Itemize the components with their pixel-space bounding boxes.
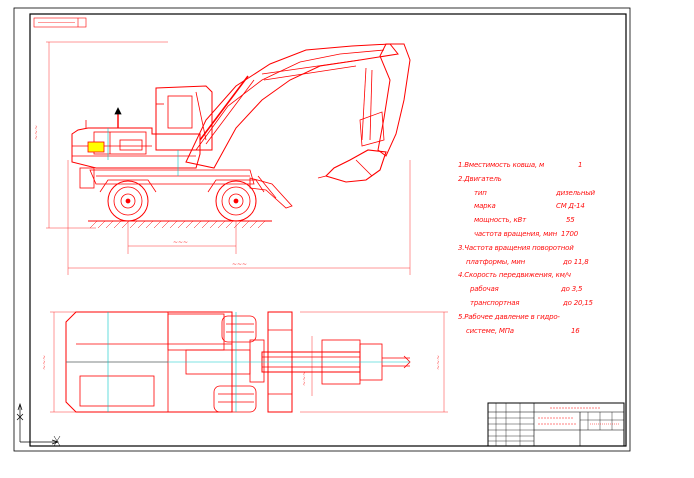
- spec-value: 16: [571, 326, 580, 335]
- plan-cab: [167, 313, 225, 351]
- boom: [185, 43, 399, 169]
- upper-body: [71, 127, 201, 169]
- dim-label-length: ~~~: [232, 261, 247, 268]
- plan-view: ~~~ ~~~ ~~~: [41, 311, 448, 413]
- dozer-blade: [249, 177, 293, 209]
- sheet-inner-frame: [29, 13, 627, 447]
- plan-engine: [79, 375, 155, 407]
- ground-hatch: [89, 220, 266, 229]
- dim-label-track: ~~~: [301, 371, 308, 386]
- spec-value: дизельный: [556, 188, 595, 197]
- spec-label: 4.Скорость передвижения, км/ч: [458, 271, 571, 280]
- spec-label: мощность, кВт: [474, 216, 527, 225]
- spec-value: СМ Д-14: [556, 202, 585, 211]
- spec-label: рабочая: [470, 285, 499, 294]
- spec-label: системе, МПа: [466, 326, 514, 335]
- spec-value: до 11,8: [563, 257, 589, 266]
- spec-value: 1700: [561, 230, 579, 238]
- spec-value: 55: [566, 216, 575, 225]
- spec-value: 1: [578, 161, 583, 169]
- spec-value: до 20,15: [563, 299, 593, 307]
- front-wheel: [215, 180, 257, 222]
- sheet-outer-frame: [13, 7, 631, 452]
- title-block: [487, 402, 625, 447]
- spec-label: тип: [474, 188, 487, 197]
- spec-label: 5.Рабочее давление в гидро-: [458, 312, 560, 321]
- cab: [155, 85, 213, 151]
- plan-wheel-rr: [213, 385, 257, 413]
- spec-label: платформы, мин: [466, 257, 525, 266]
- ucs-icon: [16, 402, 61, 447]
- cab-window: [167, 95, 193, 129]
- dim-label-wheelbase: ~~~: [173, 239, 188, 246]
- spec-label: 1.Вместимость ковша, м: [458, 161, 545, 169]
- dim-label-height: ~~~: [33, 125, 40, 140]
- spec-label: марка: [474, 202, 496, 211]
- top-left-stamp: [33, 17, 87, 28]
- spec-label: 2.Двигатель: [458, 174, 502, 183]
- dim-label-plan-width-right: ~~~: [435, 355, 442, 370]
- boom-cylinder: [199, 75, 249, 141]
- bucket: [324, 149, 387, 183]
- dim-label-plan-width: ~~~: [41, 355, 48, 370]
- spec-label: 3.Частота вращения поворотной: [458, 243, 574, 252]
- yellow-panel: [87, 141, 105, 153]
- plan-wheel-rl: [221, 315, 257, 343]
- plan-upper-body: [65, 311, 233, 413]
- spec-label: транспортная: [470, 299, 520, 307]
- side-view: ~~~ ~~~ ~~~: [33, 41, 411, 275]
- spec-value: до 3,5: [561, 285, 583, 294]
- stick: [377, 43, 411, 157]
- rear-wheel: [107, 180, 149, 222]
- spec-label: частота вращения, мин: [474, 230, 557, 238]
